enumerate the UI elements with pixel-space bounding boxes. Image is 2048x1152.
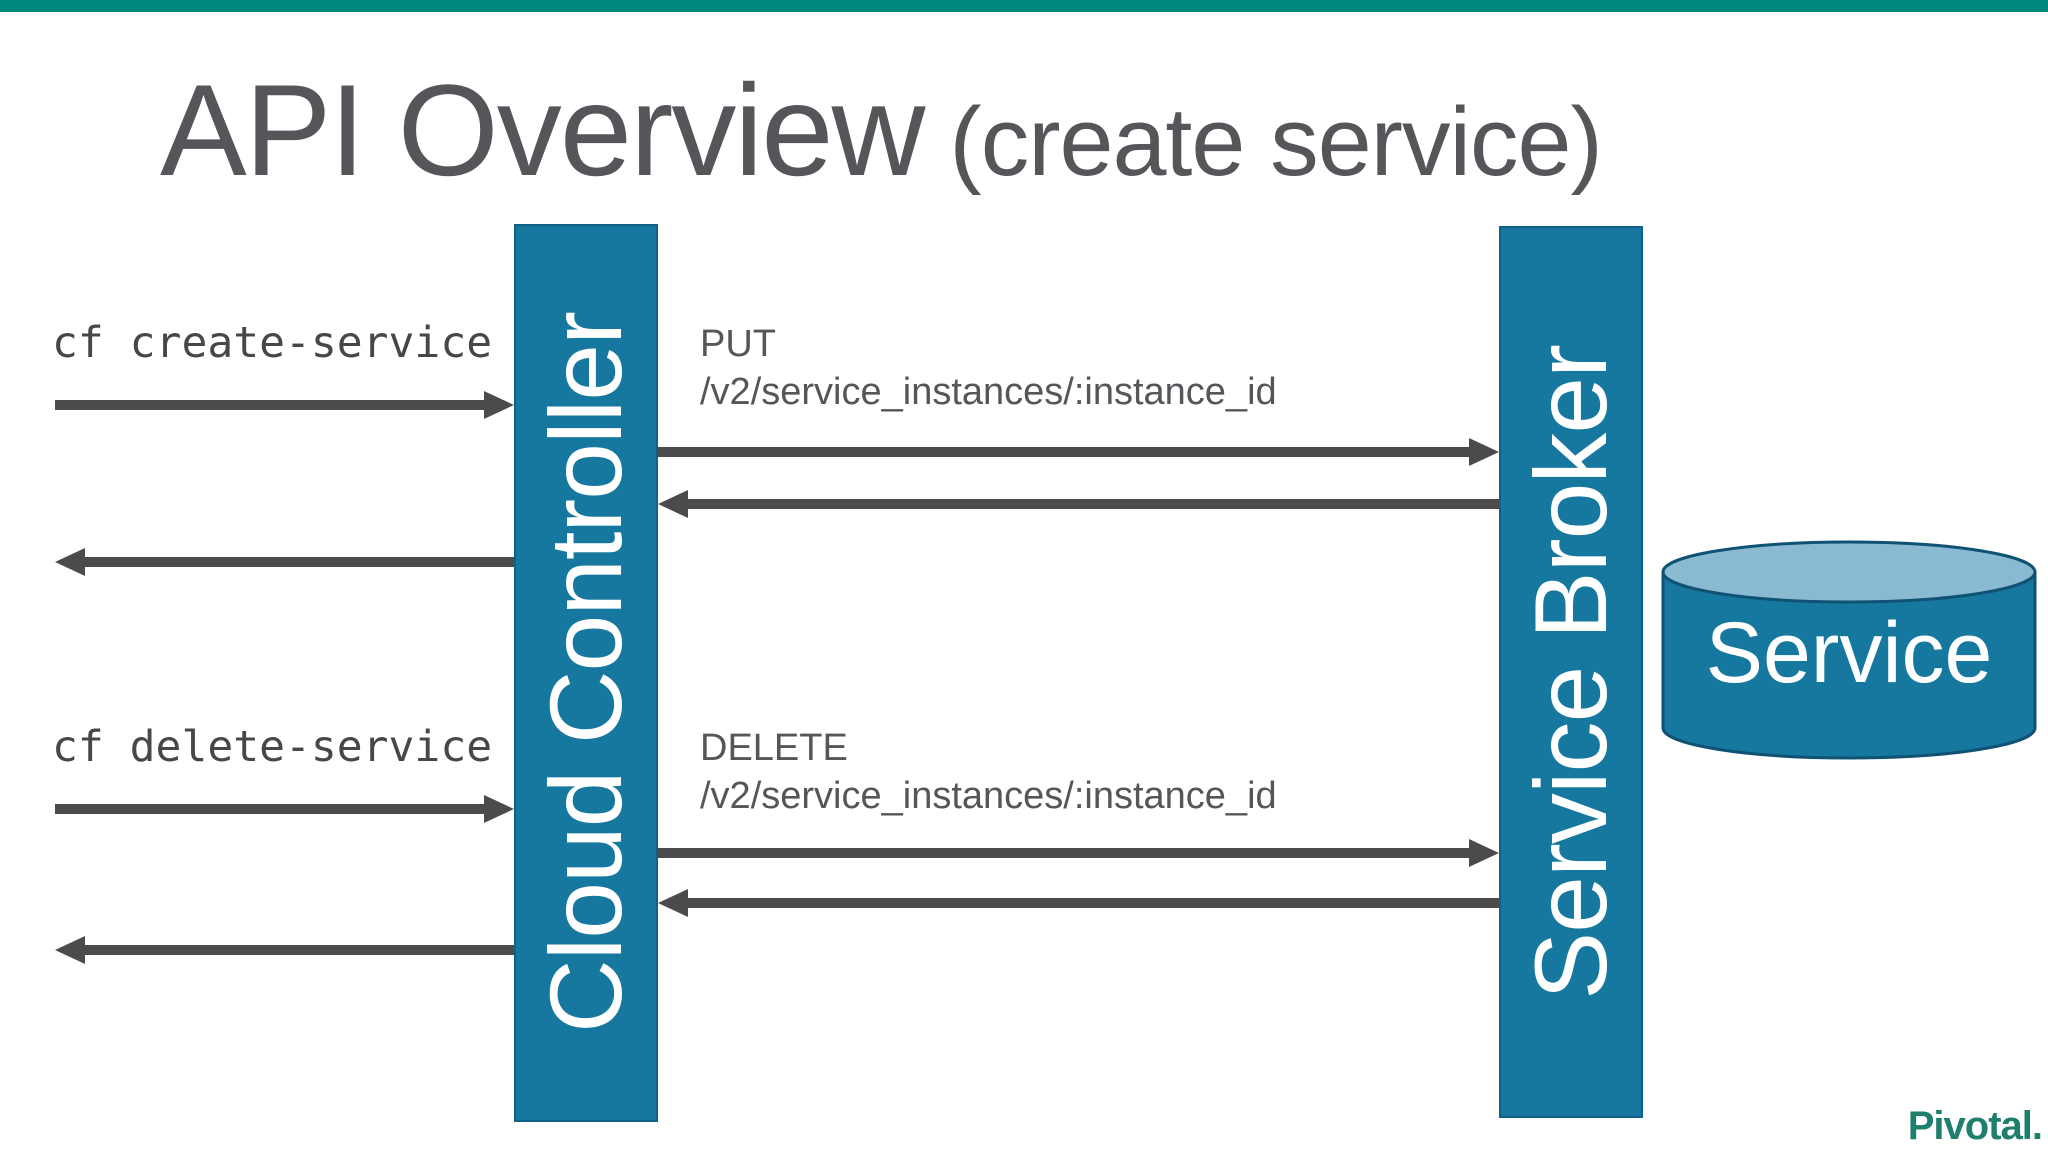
put-request-arrow-icon [658,438,1499,466]
page-title-suffix: (create service) [923,87,1602,196]
arrow-head [658,490,688,518]
arrow-shaft [55,400,488,410]
create-cli-request-arrow-icon [55,391,514,419]
delete-path: /v2/service_instances/:instance_id [700,775,1277,817]
cli-create-service-label: cf create-service [52,318,493,368]
arrow-head [484,391,514,419]
arrow-shaft [658,848,1473,858]
page-title: API Overview (create service) [160,62,1603,199]
arrow-head [55,936,85,964]
put-request-label: PUT /v2/service_instances/:instance_id [700,320,1277,416]
arrow-shaft [684,499,1499,509]
top-accent-bar [0,0,2048,12]
arrow-head [658,889,688,917]
arrow-shaft [658,447,1473,457]
delete-cli-response-arrow-icon [55,936,514,964]
put-path: /v2/service_instances/:instance_id [700,371,1277,413]
page-title-main: API Overview [160,57,925,203]
service-database-cylinder-icon [1661,540,2037,760]
service-broker-label: Service Broker [1513,344,1628,1000]
arrow-shaft [81,945,514,955]
create-cli-response-arrow-icon [55,548,514,576]
arrow-shaft [684,898,1499,908]
arrow-head [484,795,514,823]
service-label: Service [1705,605,1993,701]
service-broker-bar: Service Broker [1499,226,1643,1118]
put-method: PUT [700,323,776,365]
delete-cli-request-arrow-icon [55,795,514,823]
put-response-arrow-icon [658,490,1499,518]
arrow-head [1469,438,1499,466]
delete-request-arrow-icon [658,839,1499,867]
pivotal-logo: Pivotal. [1907,1104,2043,1148]
cloud-controller-bar: Cloud Controller [514,224,658,1122]
arrow-head [55,548,85,576]
arrow-head [1469,839,1499,867]
arrow-shaft [55,804,488,814]
cli-delete-service-label: cf delete-service [52,722,493,772]
delete-response-arrow-icon [658,889,1499,917]
delete-request-label: DELETE /v2/service_instances/:instance_i… [700,724,1277,820]
cloud-controller-label: Cloud Controller [528,312,643,1034]
delete-method: DELETE [700,727,848,769]
arrow-shaft [81,557,514,567]
